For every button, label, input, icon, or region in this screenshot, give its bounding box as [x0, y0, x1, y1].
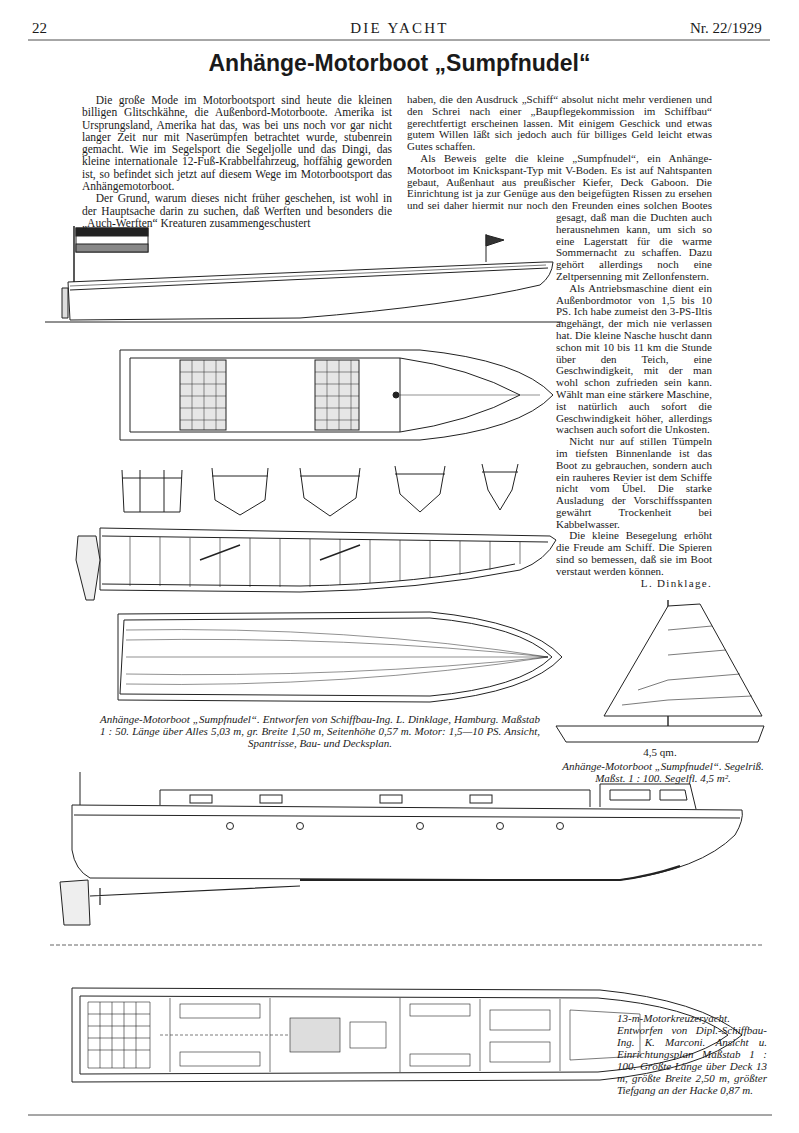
- body-paragraph: haben, die den Ausdruck „Schiff“ absolut…: [406, 94, 712, 153]
- body-paragraph: Als Antriebsmaschine dient ein Außenbord…: [406, 283, 712, 436]
- magazine-name: DIE YACHT: [0, 20, 799, 37]
- figure-caption: Anhänge-Motorboot „Sumpfnudel“. Entworfe…: [100, 713, 540, 749]
- body-text: Die kleine Besegelung erhöht die Freude …: [556, 529, 712, 576]
- body-paragraph: Nicht nur auf stillen Tümpeln im tiefste…: [406, 436, 712, 530]
- page-number: 22: [32, 20, 47, 37]
- page-title: Anhänge-Motorboot „Sumpfnudel“: [0, 50, 799, 77]
- text-column: Die große Mode im Motorbootsport sind he…: [82, 94, 392, 229]
- body-paragraph: Die große Mode im Motorbootsport sind he…: [82, 94, 392, 192]
- sail-area-label: 4,5 qm.: [560, 746, 760, 758]
- body-paragraph: Die kleine Besegelung erhöht die Freude …: [406, 530, 712, 577]
- figure-caption: Anhänge-Motorboot „Sumpfnudel“. Segelriß…: [556, 760, 770, 784]
- body-paragraph: Als Beweis gelte die kleine „Sumpfnudel“…: [406, 153, 712, 283]
- issue-number: Nr. 22/1929: [690, 20, 762, 37]
- body-paragraph: Der Grund, warum dieses nicht früher ges…: [82, 192, 392, 229]
- text-column: haben, die den Ausdruck „Schiff“ absolut…: [406, 94, 712, 1120]
- author-signature: L. Dinklage.: [641, 578, 712, 590]
- figure-caption: 13-m-Motorkreuzeryacht. Entworfen von Di…: [617, 1012, 767, 1096]
